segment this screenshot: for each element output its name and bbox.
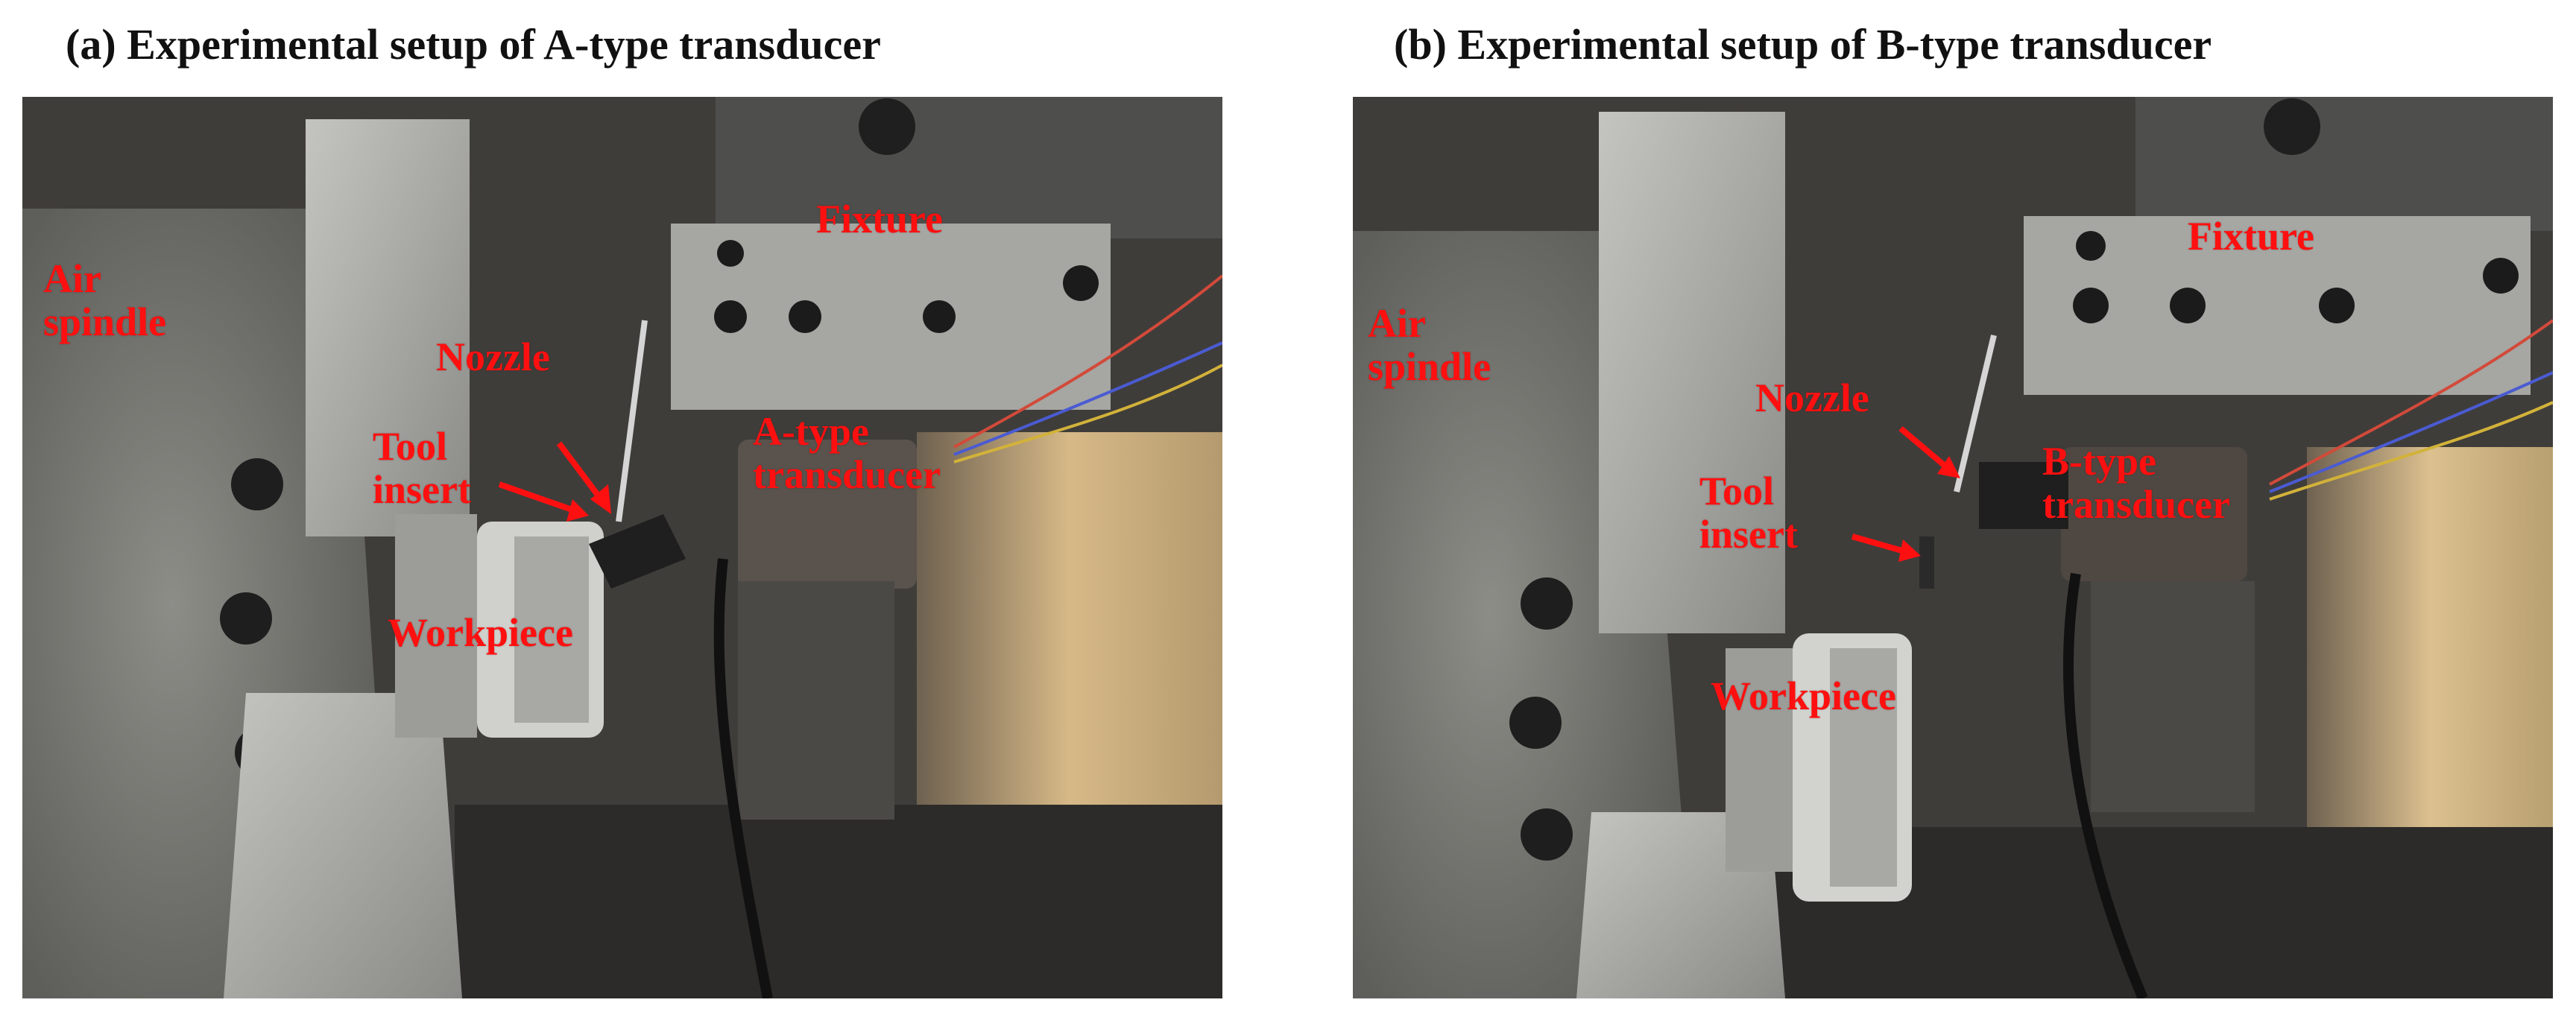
label-fixture-b: Fixture — [2188, 214, 2314, 259]
panel-b-photo: Air spindle Fixture Nozzle Tool insert B… — [1353, 97, 2553, 998]
chuck-jaw-top-a — [306, 119, 470, 536]
label-air-spindle-a: Air spindle — [43, 256, 167, 344]
label-air-spindle-b: Air spindle — [1368, 301, 1491, 389]
panel-a-title: (a) Experimental setup of A-type transdu… — [66, 20, 881, 69]
a-type-transducer-body — [738, 440, 917, 589]
label-nozzle-a: Nozzle — [436, 335, 550, 379]
label-fixture-a: Fixture — [816, 197, 943, 241]
b-type-transducer-body — [2061, 447, 2247, 581]
label-workpiece-a: Workpiece — [388, 610, 573, 655]
panel-a-photo: Air spindle Fixture Nozzle Tool insert A… — [22, 97, 1222, 998]
tool-insert-a — [589, 514, 686, 589]
panel-b-title: (b) Experimental setup of B-type transdu… — [1394, 20, 2212, 69]
nozzle-b — [1954, 335, 1997, 493]
panel-b-scene — [1353, 97, 2553, 998]
label-transducer-b: B-type transducer — [2042, 439, 2230, 527]
tool-insert-b — [1919, 536, 1934, 589]
panel-a-scene — [22, 97, 1222, 998]
label-workpiece-b: Workpiece — [1711, 674, 1896, 718]
nozzle-a — [616, 320, 648, 522]
tool-insert-arrow-a — [498, 481, 575, 513]
nozzle-arrow-a — [556, 441, 607, 505]
chuck-jaw-top-b — [1599, 112, 1785, 633]
label-tool-insert-a: Tool insert — [373, 424, 471, 512]
label-nozzle-b: Nozzle — [1755, 376, 1869, 420]
nozzle-arrow-b — [1898, 425, 1951, 472]
label-tool-insert-b: Tool insert — [1699, 469, 1798, 557]
label-transducer-a: A-type transducer — [753, 409, 941, 497]
chuck-jaw-bottom-a — [224, 693, 462, 998]
tool-insert-arrow-b — [1851, 533, 1906, 554]
